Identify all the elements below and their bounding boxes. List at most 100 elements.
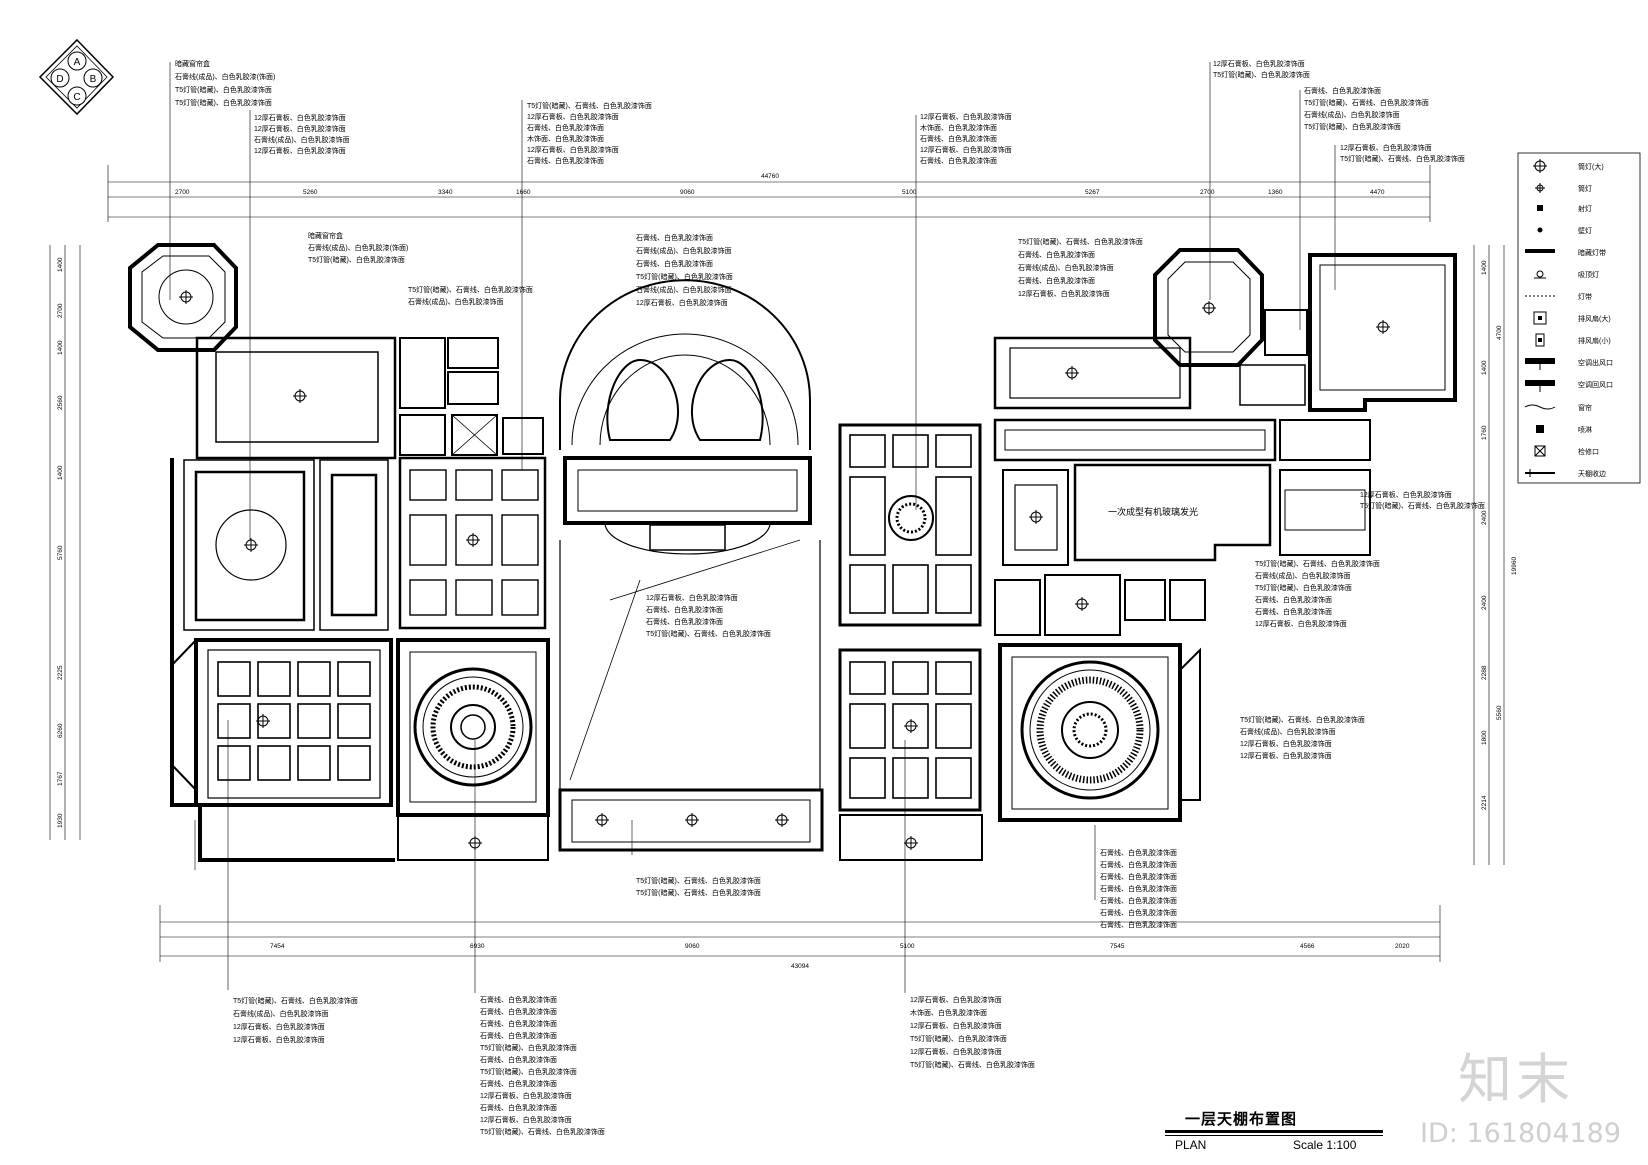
title-rule-thick <box>1165 1130 1383 1133</box>
dim-left-1: 2700 <box>57 303 64 318</box>
legend-row-3: 壁灯 <box>1537 226 1592 235</box>
downlight-icon <box>179 290 193 304</box>
note: 石膏线、白色乳胶漆饰面 <box>480 995 557 1004</box>
note: 石膏线、白色乳胶漆饰面 <box>646 605 723 614</box>
title-rule-thin <box>1165 1135 1383 1136</box>
dimension-right-segments: 1400 4700 1400 1760 2400 2400 2288 1800 … <box>1481 260 1518 810</box>
room-top-right <box>1308 253 1457 412</box>
note: T5灯管(暗藏)、白色乳胶漆饰面 <box>636 272 733 281</box>
dim-top-overall: 44760 <box>761 173 779 180</box>
room-living-top-left <box>195 336 397 460</box>
compass-label-a: A <box>74 57 81 68</box>
legend-label: 排风扇(大) <box>1578 314 1611 323</box>
note: 石膏线、白色乳胶漆饰面 <box>636 233 713 242</box>
annotation-a11: 12厚石膏板、白色乳胶漆饰面 石膏线、白色乳胶漆饰面 石膏线、白色乳胶漆饰面 T… <box>646 593 771 638</box>
annotation-leaders <box>169 62 1336 993</box>
note: 石膏线、白色乳胶漆饰面 <box>920 134 997 143</box>
note: T5灯管(暗藏)、石膏线、白色乳胶漆饰面 <box>527 101 652 110</box>
note: 石膏线、白色乳胶漆饰面 <box>1100 872 1177 881</box>
plan-label: PLAN <box>1175 1138 1207 1152</box>
dim-left-0: 1400 <box>57 257 64 272</box>
legend-label: 暗藏灯带 <box>1578 248 1606 257</box>
dim-top-0: 2700 <box>175 189 190 196</box>
legend-label: 灯带 <box>1578 292 1592 301</box>
dim-top-2: 3340 <box>438 189 453 196</box>
note: T5灯管(暗藏)、石膏线、白色乳胶漆饰面 <box>636 876 761 885</box>
downlight-icon <box>1029 510 1043 524</box>
room-grid-right-upper <box>838 423 982 627</box>
note: 石膏线、白色乳胶漆饰面 <box>1304 86 1381 95</box>
legend-row-14: 天棚收边 <box>1525 469 1606 478</box>
dimension-chain-right <box>1473 245 1505 865</box>
downlight-icon <box>244 538 258 552</box>
annotation-a16: T5灯管(暗藏)、石膏线、白色乳胶漆饰面 石膏线(成品)、白色乳胶漆饰面 12厚… <box>233 996 358 1044</box>
dim-left-7: 6260 <box>57 723 64 738</box>
note: 石膏线(成品)、白色乳胶漆饰面 <box>1304 110 1400 119</box>
legend-row-5: 吸顶灯 <box>1534 270 1599 279</box>
note: 12厚石膏板、白色乳胶漆饰面 <box>920 112 1012 121</box>
room-grid-upper <box>398 456 547 630</box>
room-bottom-strip <box>558 788 824 852</box>
legend-label: 吸顶灯 <box>1578 270 1599 279</box>
note: T5灯管(暗藏)、石膏线、白色乳胶漆饰面 <box>636 888 761 897</box>
annotation-a1: 暗藏窗帘盒 石膏线(成品)、白色乳胶漆(饰面) T5灯管(暗藏)、白色乳胶漆饰面… <box>175 59 275 107</box>
legend-row-0: 筒灯(大) <box>1533 159 1604 173</box>
note: T5灯管(暗藏)、白色乳胶漆饰面 <box>480 1067 577 1076</box>
note: T5灯管(暗藏)、白色乳胶漆饰面 <box>308 255 405 264</box>
title-block: 一层天棚布置图 PLAN Scale 1:100 <box>1165 1108 1385 1156</box>
dim-bottom-6: 2020 <box>1395 943 1410 950</box>
note: T5灯管(暗藏)、石膏线、白色乳胶漆饰面 <box>408 285 533 294</box>
dim-bottom-2: 9060 <box>685 943 700 950</box>
dim-right-7: 1800 <box>1481 730 1488 745</box>
legend-label: 窗帘 <box>1578 403 1592 412</box>
annotation-a4: 12厚石膏板、白色乳胶漆饰面 木饰面、白色乳胶漆饰面 石膏线、白色乳胶漆饰面 1… <box>920 112 1012 165</box>
legend: 筒灯(大) 筒灯 射灯 壁灯 暗藏灯带 吸顶灯 灯带 排风扇(大) <box>1517 152 1641 484</box>
room-hall-strip <box>563 456 812 555</box>
annotation-a12: 12厚石膏板、白色乳胶漆饰面 T5灯管(暗藏)、石膏线、白色乳胶漆饰面 <box>1360 490 1485 510</box>
dim-left-4: 1400 <box>57 465 64 480</box>
note: 石膏线、白色乳胶漆饰面 <box>1100 908 1177 917</box>
note: T5灯管(暗藏)、白色乳胶漆饰面 <box>1255 583 1352 592</box>
note: 石膏线、白色乳胶漆饰面 <box>1255 607 1332 616</box>
room-small-bath <box>1002 469 1069 566</box>
wall-outline-left <box>170 458 395 862</box>
note: T5灯管(暗藏)、石膏线、白色乳胶漆饰面 <box>910 1060 1035 1069</box>
note: 石膏线、白色乳胶漆饰面 <box>480 1031 557 1040</box>
note: 12厚石膏板、白色乳胶漆饰面 <box>910 995 1002 1004</box>
note: 木饰面、白色乳胶漆饰面 <box>910 1008 987 1017</box>
note: 石膏线(成品)、白色乳胶漆(饰面) <box>308 243 408 252</box>
note: 石膏线、白色乳胶漆饰面 <box>480 1055 557 1064</box>
room-grid-bottom-left <box>171 637 393 807</box>
room-top-right-small <box>1264 309 1308 356</box>
note: T5灯管(暗藏)、石膏线、白色乳胶漆饰面 <box>1340 154 1465 163</box>
note: 石膏线(成品)、白色乳胶漆饰面 <box>1018 263 1114 272</box>
room-corridor-left <box>319 459 389 631</box>
legend-row-9: 空调出风口 <box>1525 358 1613 370</box>
note: 石膏线(成品)、白色乳胶漆饰面 <box>1240 727 1336 736</box>
downlight-icon <box>1376 320 1390 334</box>
dim-bottom-5: 4566 <box>1300 943 1315 950</box>
legend-row-13: 检修口 <box>1534 445 1599 457</box>
legend-label: 空调回风口 <box>1578 380 1613 389</box>
room-small-top <box>399 337 544 456</box>
room-closet-right <box>1279 469 1371 556</box>
dim-right-2: 1400 <box>1481 360 1488 375</box>
dimension-chain-top <box>107 165 1431 222</box>
downlight-icon <box>1075 597 1089 611</box>
compass-label-c: C <box>73 92 80 103</box>
note: 石膏线、白色乳胶漆饰面 <box>527 123 604 132</box>
legend-label: 筒灯 <box>1578 184 1592 193</box>
dim-left-9: 1930 <box>57 813 64 828</box>
dim-left-6: 2225 <box>57 665 64 680</box>
legend-row-10: 空调回风口 <box>1525 380 1613 392</box>
note: T5灯管(暗藏)、石膏线、白色乳胶漆饰面 <box>1018 237 1143 246</box>
note: 石膏线、白色乳胶漆饰面 <box>920 156 997 165</box>
dim-bottom-3: 5100 <box>900 943 915 950</box>
note: 石膏线(成品)、白色乳胶漆饰面 <box>636 285 732 294</box>
compass-label-b: B <box>90 74 97 85</box>
note: 石膏线、白色乳胶漆饰面 <box>1100 884 1177 893</box>
note: 12厚石膏板、白色乳胶漆饰面 <box>1255 619 1347 628</box>
note: 石膏线(成品)、白色乳胶漆饰面 <box>254 135 350 144</box>
note: 12厚石膏板、白色乳胶漆饰面 <box>1018 289 1110 298</box>
note: 12厚石膏板、白色乳胶漆饰面 <box>910 1021 1002 1030</box>
